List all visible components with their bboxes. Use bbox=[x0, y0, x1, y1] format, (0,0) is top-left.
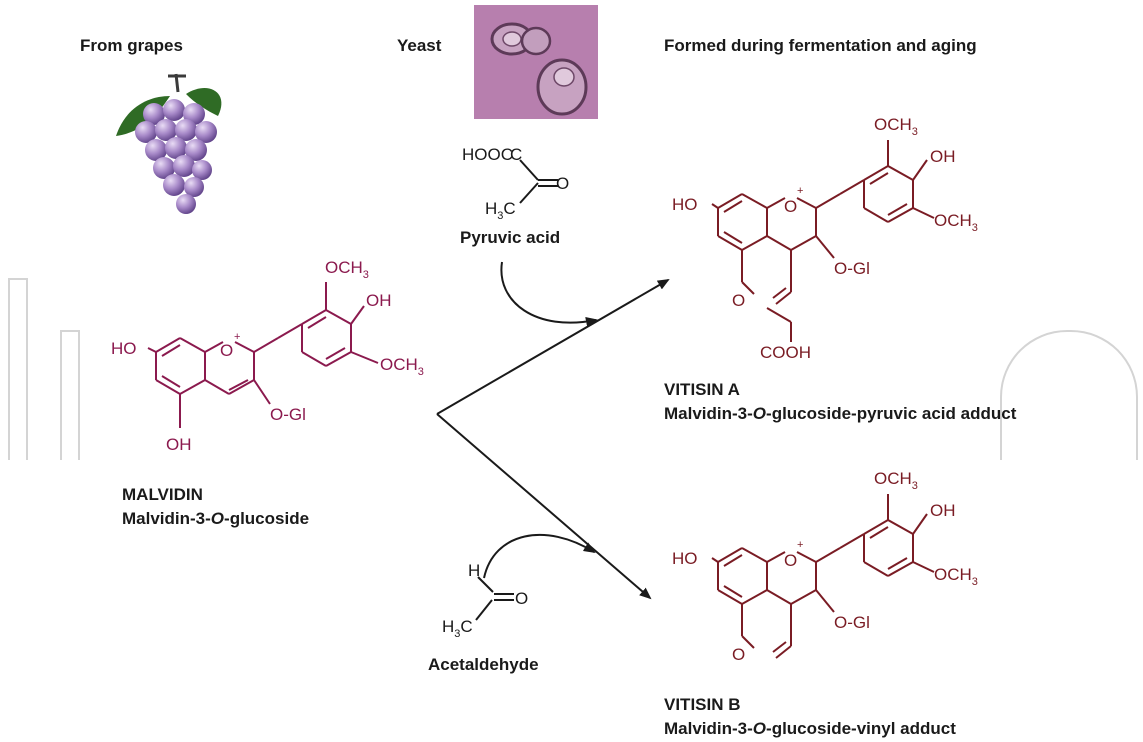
vitisin-b-caption: VITISIN B Malvidin-3-O-glucoside-vinyl a… bbox=[664, 693, 956, 741]
header-from-grapes: From grapes bbox=[80, 36, 183, 55]
acetaldehyde-label: Acetaldehyde bbox=[428, 655, 539, 674]
vitisin-a-structure: HO O + OCH3 OH OCH3 O-Gl O COOH bbox=[672, 115, 978, 362]
svg-text:OCH3: OCH3 bbox=[874, 115, 918, 138]
grape-leaf bbox=[186, 88, 222, 116]
watermark-shape bbox=[8, 278, 28, 460]
malvidin-name: MALVIDIN bbox=[122, 485, 203, 504]
yeast-cell bbox=[490, 22, 588, 116]
svg-text:O-Gl: O-Gl bbox=[834, 613, 870, 632]
svg-text:+: + bbox=[234, 331, 240, 343]
svg-text:H: H bbox=[468, 561, 480, 580]
svg-text:O: O bbox=[220, 341, 233, 360]
vitisin-b-fullname: Malvidin-3-O-glucoside-vinyl adduct bbox=[664, 719, 956, 738]
svg-text:O: O bbox=[515, 589, 528, 608]
svg-text:OCH3: OCH3 bbox=[934, 211, 978, 234]
svg-text:OH: OH bbox=[166, 435, 192, 454]
malvidin-fullname: Malvidin-3-O-glucoside bbox=[122, 509, 310, 528]
pyruvic-acid-label: Pyruvic acid bbox=[460, 228, 560, 247]
grape-cluster bbox=[135, 99, 217, 214]
svg-text:OH: OH bbox=[366, 291, 392, 310]
header-yeast: Yeast bbox=[397, 36, 442, 55]
svg-text:HOOC: HOOC bbox=[462, 145, 513, 164]
svg-text:OCH3: OCH3 bbox=[934, 565, 978, 588]
watermark-shape bbox=[1000, 330, 1138, 460]
svg-text:+: + bbox=[797, 539, 803, 551]
svg-text:O: O bbox=[732, 291, 745, 310]
vitisin-b-structure: HO O + OCH3 OH OCH3 O-Gl O bbox=[672, 469, 978, 664]
svg-text:HO: HO bbox=[111, 339, 137, 358]
grapes-illustration bbox=[116, 73, 222, 214]
pyruvic-acid-structure: HOOC C O H3C bbox=[462, 145, 569, 222]
svg-text:O: O bbox=[556, 174, 569, 193]
curved-arrow-pyruvic bbox=[500, 261, 598, 327]
svg-text:H3C: H3C bbox=[442, 617, 473, 640]
svg-text:C: C bbox=[510, 145, 522, 164]
header-formed: Formed during fermentation and aging bbox=[664, 36, 977, 55]
svg-text:O-Gl: O-Gl bbox=[270, 405, 306, 424]
acetaldehyde-structure: H O H3C bbox=[442, 561, 528, 640]
svg-text:O-Gl: O-Gl bbox=[834, 259, 870, 278]
malvidin-structure: HO O + OCH3 OH OCH3 O-Gl OH bbox=[111, 258, 424, 454]
svg-text:OCH3: OCH3 bbox=[380, 355, 424, 378]
watermark-shape bbox=[60, 330, 80, 460]
svg-text:COOH: COOH bbox=[760, 343, 811, 362]
svg-text:+: + bbox=[797, 185, 803, 197]
grape-stem bbox=[168, 73, 186, 93]
vitisin-a-caption: VITISIN A Malvidin-3-O-glucoside-pyruvic… bbox=[664, 378, 1016, 426]
svg-text:O: O bbox=[732, 645, 745, 664]
curved-arrow-acetaldehyde bbox=[483, 533, 596, 579]
svg-text:OCH3: OCH3 bbox=[325, 258, 369, 281]
malvidin-caption: MALVIDIN Malvidin-3-O-glucoside bbox=[122, 483, 309, 531]
svg-text:OH: OH bbox=[930, 147, 956, 166]
svg-text:HO: HO bbox=[672, 549, 698, 568]
reaction-arrows bbox=[436, 261, 670, 600]
svg-text:HO: HO bbox=[672, 195, 698, 214]
vitisin-a-name: VITISIN A bbox=[664, 380, 740, 399]
svg-text:OCH3: OCH3 bbox=[874, 469, 918, 492]
svg-text:H3C: H3C bbox=[485, 199, 516, 222]
arrow-to-vitisin-b bbox=[436, 413, 652, 600]
vitisin-b-name: VITISIN B bbox=[664, 695, 741, 714]
svg-text:O: O bbox=[784, 551, 797, 570]
vitisin-a-fullname: Malvidin-3-O-glucoside-pyruvic acid addu… bbox=[664, 404, 1017, 423]
yeast-micrograph bbox=[474, 5, 598, 119]
arrow-to-vitisin-a bbox=[436, 278, 670, 415]
svg-text:O: O bbox=[784, 197, 797, 216]
svg-text:OH: OH bbox=[930, 501, 956, 520]
